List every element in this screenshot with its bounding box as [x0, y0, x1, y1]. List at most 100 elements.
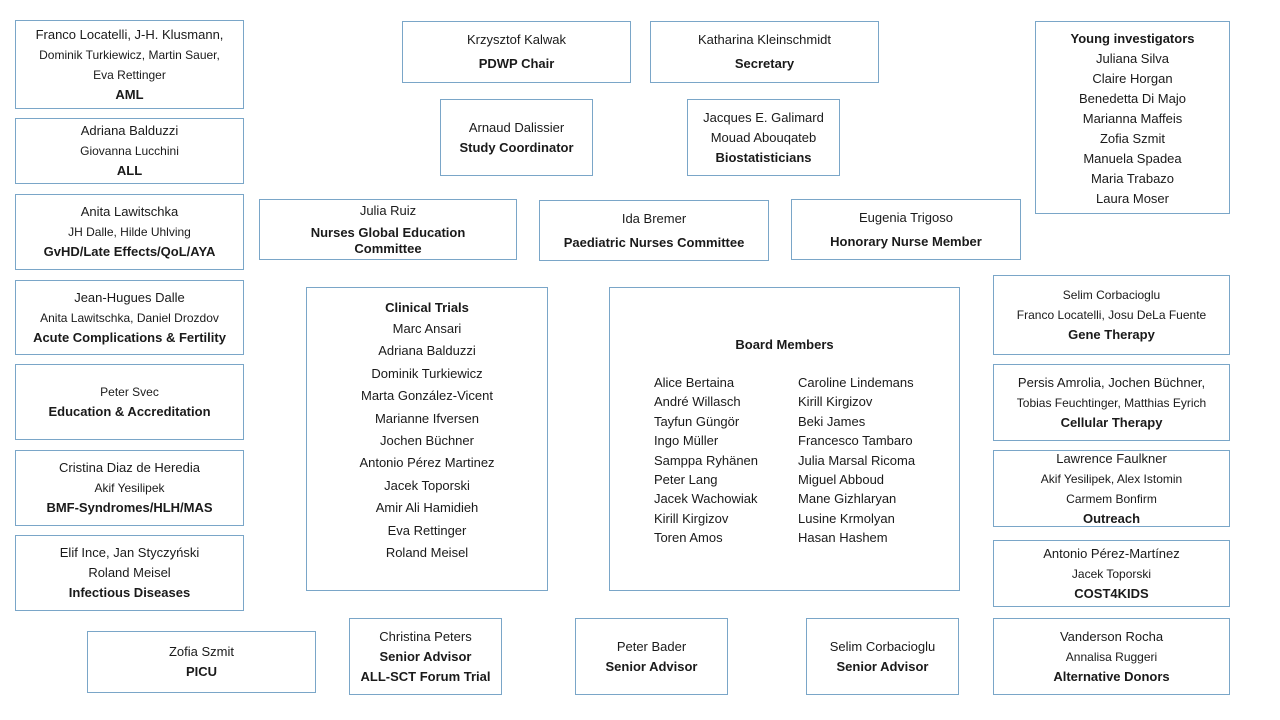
box-picu: Zofia Szmit PICU [87, 631, 316, 693]
all-name-1: Adriana Balduzzi [80, 123, 179, 138]
box-cost4kids: Antonio Pérez-Martínez Jacek Toporski CO… [993, 540, 1230, 607]
outreach-role: Outreach [1082, 510, 1141, 526]
infectious-name-1: Elif Ince, Jan Styczyński [59, 545, 200, 560]
outreach-name-1: Lawrence Faulkner [1056, 450, 1167, 466]
young-member: Manuela Spadea [1083, 151, 1182, 166]
young-member: Benedetta Di Majo [1079, 91, 1186, 106]
board-member: Julia Marsal Ricoma [798, 452, 916, 468]
picu-name: Zofia Szmit [168, 644, 234, 659]
clinical-title: Clinical Trials [385, 300, 469, 315]
clinical-member: Roland Meisel [385, 545, 469, 561]
box-outreach: Lawrence Faulkner Akif Yesilipek, Alex I… [993, 450, 1230, 527]
box-acute: Jean-Hugues Dalle Anita Lawitschka, Dani… [15, 280, 244, 355]
board-member: Kirill Kirgizov [798, 394, 873, 410]
infectious-role: Infectious Diseases [68, 585, 191, 600]
clinical-member: Jochen Büchner [380, 433, 474, 449]
young-title: Young investigators [1070, 31, 1195, 46]
aml-name-1: Franco Locatelli, J-H. Klusmann, [35, 26, 224, 42]
clinical-member: Dominik Turkiewicz [371, 365, 483, 381]
clinical-member: Eva Rettinger [387, 522, 467, 538]
alt-donors-role: Alternative Donors [1053, 668, 1170, 684]
box-study-coordinator: Arnaud Dalissier Study Coordinator [440, 99, 593, 176]
picu-role: PICU [185, 664, 218, 679]
clinical-member: Marta González-Vicent [361, 388, 493, 404]
alt-donors-name-1: Vanderson Rocha [1059, 628, 1164, 644]
corbacioglu-name: Selim Corbacioglu [829, 638, 936, 654]
aml-name-3: Eva Rettinger [93, 67, 166, 82]
board-member: Francesco Tambaro [798, 433, 913, 449]
clinical-member: Antonio Pérez Martinez [359, 455, 495, 471]
outreach-name-2: Akif Yesilipek, Alex Istomin [1040, 471, 1183, 486]
young-member: Laura Moser [1096, 191, 1169, 206]
aml-role: AML [115, 86, 144, 102]
biostat-name-2: Mouad Abouqateb [710, 129, 817, 145]
box-all: Adriana Balduzzi Giovanna Lucchini ALL [15, 118, 244, 184]
box-senior-advisor-corbacioglu: Selim Corbacioglu Senior Advisor [806, 618, 959, 695]
young-member: Zofia Szmit [1099, 131, 1165, 146]
education-name: Peter Svec [100, 385, 159, 399]
young-member: Marianna Maffeis [1082, 111, 1183, 126]
bmf-name-1: Cristina Diaz de Heredia [59, 460, 200, 475]
box-gvhd: Anita Lawitschka JH Dalle, Hilde Uhlving… [15, 194, 244, 270]
box-cellular-therapy: Persis Amrolia, Jochen Büchner, Tobias F… [993, 364, 1230, 441]
secretary-role: Secretary [734, 56, 795, 71]
clinical-member: Jacek Toporski [384, 477, 470, 493]
box-senior-advisor-peters: Christina Peters Senior Advisor ALL-SCT … [349, 618, 502, 695]
box-gene-therapy: Selim Corbacioglu Franco Locatelli, Josu… [993, 275, 1230, 355]
alt-donors-name-2: Annalisa Ruggeri [1065, 649, 1158, 664]
board-member: Miguel Abboud [798, 472, 885, 488]
young-member: Claire Horgan [1092, 71, 1173, 86]
cellular-name-2: Tobias Feuchtinger, Matthias Eyrich [1016, 395, 1207, 410]
paed-nurses-name: Ida Bremer [621, 210, 687, 226]
board-title: Board Members [735, 337, 834, 352]
study-name: Arnaud Dalissier [468, 119, 565, 135]
box-paediatric-nurses: Ida Bremer Paediatric Nurses Committee [539, 200, 769, 261]
education-role: Education & Accreditation [48, 404, 211, 419]
nurses-global-role-1: Nurses Global Education [310, 225, 466, 240]
nurses-global-role-2: Committee [354, 241, 422, 256]
bader-name: Peter Bader [616, 638, 687, 654]
secretary-name: Katharina Kleinschmidt [698, 32, 831, 47]
board-member: Beki James [798, 413, 866, 429]
all-role: ALL [116, 163, 143, 178]
peters-role-2: ALL-SCT Forum Trial [360, 668, 491, 684]
cost4kids-role: COST4KIDS [1074, 585, 1149, 601]
box-biostatisticians: Jacques E. Galimard Mouad Abouqateb Bios… [687, 99, 840, 176]
aml-name-2: Dominik Turkiewicz, Martin Sauer, [39, 47, 220, 62]
board-member: Peter Lang [653, 472, 718, 488]
box-education: Peter Svec Education & Accreditation [15, 364, 244, 440]
biostat-name-1: Jacques E. Galimard [703, 109, 824, 125]
cellular-role: Cellular Therapy [1060, 414, 1163, 430]
gvhd-name-2: JH Dalle, Hilde Uhlving [68, 225, 191, 239]
pdwp-role: PDWP Chair [478, 56, 555, 71]
acute-name-1: Jean-Hugues Dalle [74, 289, 185, 305]
clinical-member: Amir Ali Hamidieh [375, 500, 479, 516]
gvhd-role: GvHD/Late Effects/QoL/AYA [43, 244, 216, 259]
box-bmf: Cristina Diaz de Heredia Akif Yesilipek … [15, 450, 244, 526]
clinical-member: Marc Ansari [392, 321, 462, 336]
board-member: André Willasch [653, 394, 741, 410]
cost4kids-name-2: Jacek Toporski [1071, 566, 1152, 581]
box-alternative-donors: Vanderson Rocha Annalisa Ruggeri Alterna… [993, 618, 1230, 695]
infectious-name-2: Roland Meisel [88, 565, 171, 580]
honorary-role: Honorary Nurse Member [830, 233, 982, 249]
bmf-role: BMF-Syndromes/HLH/MAS [46, 500, 213, 515]
peters-role-1: Senior Advisor [379, 648, 472, 664]
outreach-name-3: Carmem Bonfirm [1066, 491, 1157, 506]
box-aml: Franco Locatelli, J-H. Klusmann, Dominik… [15, 20, 244, 109]
box-secretary: Katharina Kleinschmidt Secretary [650, 21, 879, 83]
bader-role: Senior Advisor [605, 658, 698, 674]
box-nurses-global: Julia Ruiz Nurses Global Education Commi… [259, 199, 517, 260]
young-member: Maria Trabazo [1090, 171, 1175, 186]
gvhd-name-1: Anita Lawitschka [80, 204, 179, 219]
board-member: Hasan Hashem [798, 530, 888, 546]
clinical-member: Marianne Ifversen [374, 410, 480, 426]
peters-name: Christina Peters [379, 628, 472, 644]
biostat-role: Biostatisticians [715, 149, 812, 165]
